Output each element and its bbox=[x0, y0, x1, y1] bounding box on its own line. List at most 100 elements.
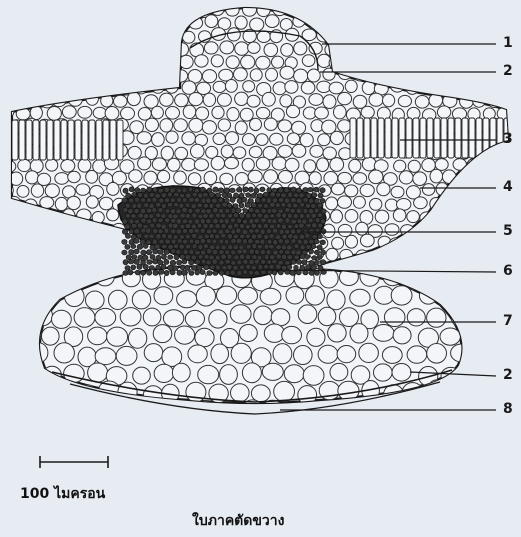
cell bbox=[137, 223, 142, 228]
cell bbox=[62, 58, 75, 69]
cell bbox=[93, 107, 106, 118]
cell bbox=[407, 211, 420, 223]
cell bbox=[505, 147, 518, 160]
cell bbox=[391, 186, 404, 198]
palisade-cell bbox=[54, 120, 60, 160]
palisade-cell bbox=[33, 120, 39, 160]
cell bbox=[31, 184, 43, 197]
cell bbox=[436, 79, 450, 92]
palisade-cell bbox=[61, 120, 67, 160]
cell bbox=[182, 219, 187, 224]
cell bbox=[177, 239, 182, 244]
cell bbox=[195, 328, 214, 346]
cell bbox=[30, 343, 48, 363]
cell bbox=[145, 70, 157, 82]
cell bbox=[345, 80, 357, 92]
cell bbox=[134, 249, 140, 254]
cell bbox=[96, 268, 115, 286]
cell bbox=[251, 234, 256, 239]
cell bbox=[201, 259, 206, 264]
cell bbox=[213, 271, 218, 276]
cell bbox=[137, 193, 143, 198]
cell bbox=[267, 218, 272, 223]
cell bbox=[16, 235, 29, 247]
cell bbox=[284, 239, 290, 244]
cell bbox=[85, 41, 99, 53]
cell bbox=[246, 254, 251, 259]
cell bbox=[153, 325, 172, 343]
cell bbox=[263, 223, 268, 228]
cell bbox=[70, 68, 84, 81]
cell bbox=[353, 196, 365, 208]
cell bbox=[248, 239, 253, 244]
cell bbox=[320, 250, 325, 255]
cell bbox=[243, 209, 248, 214]
cell bbox=[430, 169, 443, 183]
cell bbox=[498, 211, 511, 224]
palisade-cell bbox=[26, 120, 32, 160]
cell bbox=[299, 223, 305, 228]
cell bbox=[235, 121, 247, 134]
cell bbox=[26, 171, 39, 184]
cell bbox=[371, 252, 390, 272]
cell bbox=[100, 16, 114, 28]
cell bbox=[272, 259, 277, 264]
cell bbox=[216, 265, 221, 270]
cell bbox=[330, 363, 348, 380]
cell bbox=[231, 250, 236, 255]
cell bbox=[451, 309, 470, 327]
cell bbox=[304, 160, 316, 173]
cell bbox=[99, 197, 113, 210]
cell bbox=[504, 17, 518, 30]
cell bbox=[143, 193, 148, 198]
cell bbox=[301, 81, 315, 94]
cell bbox=[309, 42, 322, 54]
cell bbox=[473, 247, 487, 259]
cell bbox=[303, 208, 308, 213]
cell bbox=[63, 234, 75, 248]
label-7: 7 bbox=[503, 313, 513, 329]
cell bbox=[78, 106, 92, 118]
cell bbox=[307, 328, 325, 346]
cell bbox=[137, 264, 142, 269]
cell bbox=[257, 213, 263, 218]
cell bbox=[62, 2, 76, 15]
cell bbox=[55, 248, 67, 261]
cell bbox=[10, 249, 24, 262]
cell bbox=[245, 234, 250, 239]
label-1: 1 bbox=[503, 35, 513, 51]
palisade-cell bbox=[75, 120, 81, 160]
cell bbox=[230, 305, 251, 324]
cell bbox=[318, 234, 323, 239]
cell bbox=[222, 202, 228, 207]
cell bbox=[420, 237, 433, 249]
cell bbox=[198, 365, 219, 383]
cell bbox=[167, 203, 173, 208]
cell bbox=[369, 93, 383, 106]
cell bbox=[318, 345, 338, 363]
cell bbox=[282, 405, 302, 423]
cell bbox=[195, 270, 200, 275]
cell bbox=[256, 157, 270, 170]
cell bbox=[98, 45, 112, 56]
cell bbox=[263, 204, 268, 209]
cell bbox=[185, 234, 190, 239]
cell bbox=[144, 171, 157, 184]
figure-caption: ใบภาคตัดขวาง bbox=[192, 510, 285, 532]
cell bbox=[174, 171, 187, 184]
cell bbox=[309, 249, 314, 254]
cell bbox=[128, 259, 133, 264]
cell bbox=[377, 57, 391, 68]
cell bbox=[134, 197, 139, 202]
cell bbox=[300, 202, 305, 207]
cell bbox=[489, 44, 503, 56]
cell bbox=[55, 269, 73, 287]
cell bbox=[312, 255, 317, 260]
cell bbox=[297, 239, 302, 244]
cell bbox=[129, 249, 134, 254]
cell bbox=[188, 187, 193, 192]
cell bbox=[182, 158, 196, 171]
cell bbox=[87, 250, 108, 268]
cell bbox=[264, 118, 277, 130]
cell bbox=[405, 236, 418, 248]
